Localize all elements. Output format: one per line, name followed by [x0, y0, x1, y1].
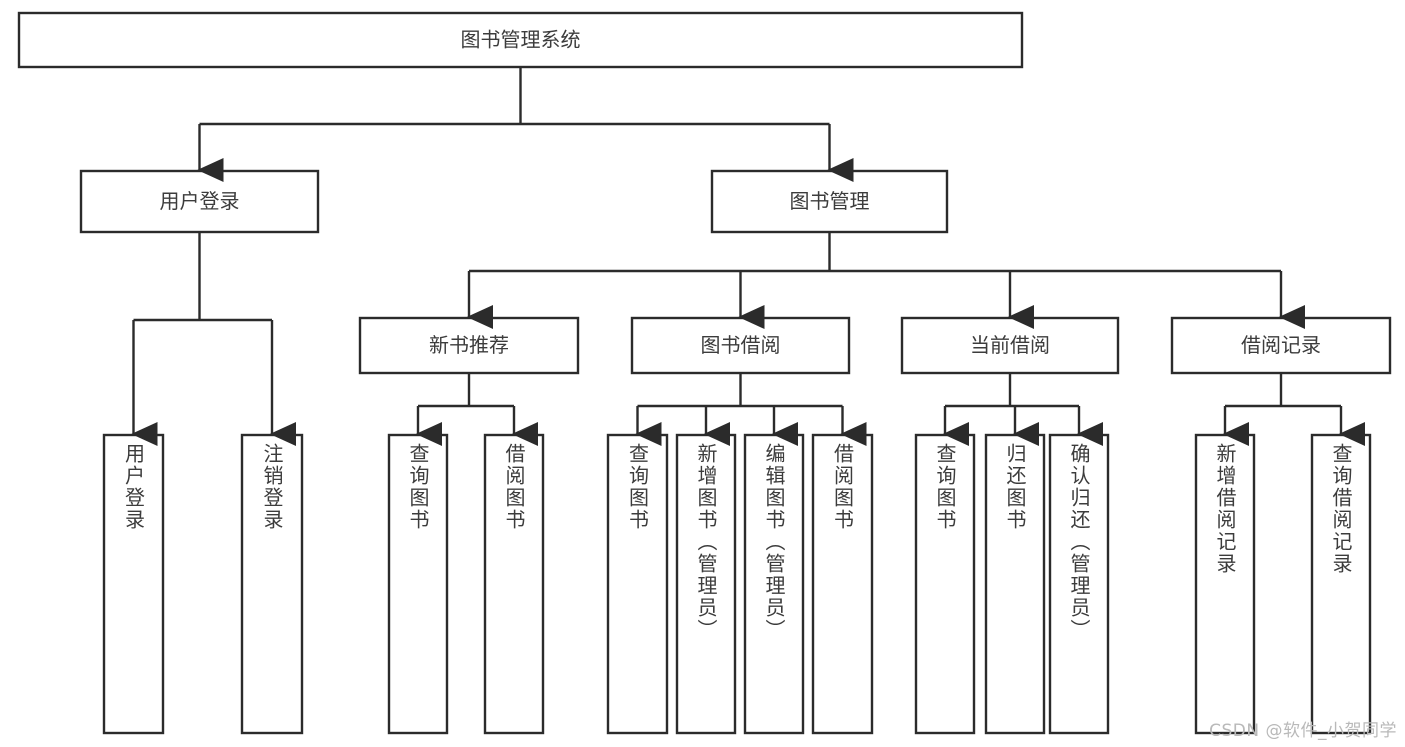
node-box-leaf-borrow-book[interactable] [811, 433, 874, 735]
node-box-root[interactable] [17, 11, 1024, 69]
node-boxes-layer [17, 11, 1392, 735]
node-label-current-borrow: 当前借阅 [970, 333, 1050, 357]
node-box-leaf-user-login[interactable] [102, 433, 165, 735]
node-box-leaf-return-book[interactable] [984, 433, 1046, 735]
node-box-leaf-confirm-return[interactable] [1048, 433, 1110, 735]
node-label-borrow-record: 借阅记录 [1241, 333, 1321, 357]
node-box-leaf-add-book[interactable] [675, 433, 737, 735]
node-label-book-manage: 图书管理 [790, 189, 870, 213]
node-label-user-login: 用户登录 [160, 189, 240, 213]
node-box-leaf-edit-book[interactable] [743, 433, 805, 735]
node-box-new-book-recommend[interactable] [358, 316, 580, 375]
node-box-leaf-logout[interactable] [240, 433, 304, 735]
node-box-leaf-query-book-borrow[interactable] [606, 433, 669, 735]
connectors-layer [131, 67, 1366, 447]
csdn-watermark: CSDN @软件_小贺同学 [1209, 721, 1397, 741]
node-label-new-book-recommend: 新书推荐 [429, 333, 509, 357]
node-label-root: 图书管理系统 [461, 28, 581, 52]
node-box-leaf-borrow-book-rec[interactable] [483, 433, 545, 735]
node-label-book-borrow: 图书借阅 [701, 333, 781, 357]
node-box-leaf-query-book-cur[interactable] [914, 433, 976, 735]
node-box-leaf-query-book-rec[interactable] [387, 433, 449, 735]
node-box-leaf-query-record[interactable] [1310, 433, 1372, 735]
node-box-leaf-add-record[interactable] [1194, 433, 1256, 735]
